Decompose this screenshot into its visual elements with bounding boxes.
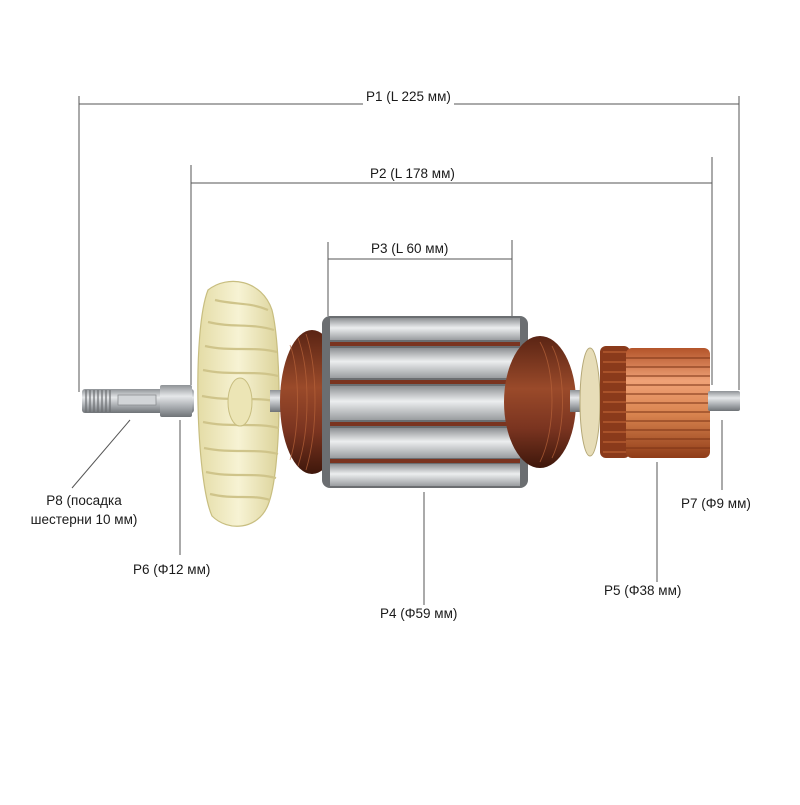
dimension-lines — [71, 96, 740, 605]
p2-label: P2 (L 178 мм) — [367, 166, 458, 182]
p5-label: P5 (Φ38 мм) — [601, 583, 685, 599]
armature — [82, 280, 740, 527]
p8-label-line1: P8 (посадка — [46, 493, 122, 508]
thread — [85, 390, 111, 412]
p3-label: P3 (L 60 мм) — [368, 241, 452, 257]
core — [322, 316, 528, 488]
p7-label: P7 (Φ9 мм) — [678, 496, 754, 512]
fan — [197, 280, 280, 527]
shaft-flat — [117, 394, 157, 406]
bearing-seat — [160, 385, 192, 417]
p8-label-line2: шестерни 10 мм) — [30, 512, 138, 527]
p8-leader — [71, 419, 131, 489]
p4-label: P4 (Φ59 мм) — [377, 606, 461, 622]
p1-label: P1 (L 225 мм) — [363, 89, 454, 105]
shaft-right — [708, 391, 740, 411]
p6-label: P6 (Φ12 мм) — [130, 562, 214, 578]
winding-right — [504, 336, 576, 468]
p8-label: P8 (посадка шестерни 10 мм) — [16, 491, 152, 529]
tie-band — [579, 347, 601, 457]
